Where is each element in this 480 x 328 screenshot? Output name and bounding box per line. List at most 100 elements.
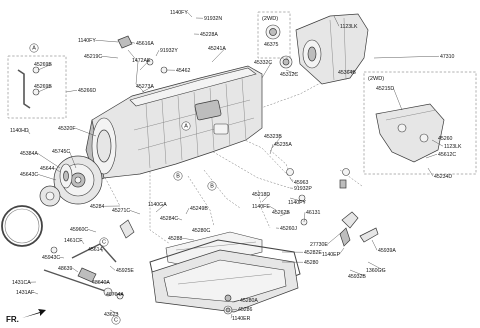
part-label-45280c: 45280C [192, 228, 210, 234]
leader-line-1431af [33, 292, 39, 295]
part-label-1123lk: 1123LK [340, 24, 358, 30]
part-label-91932n: 91932N [204, 16, 222, 22]
part-label-45614: 45614 [88, 247, 103, 253]
part-label-1140fe: 1140FE [252, 204, 270, 210]
leader-line-45963 [289, 177, 294, 183]
leader-line-45364b [347, 69, 356, 73]
leader-line-45218d [261, 194, 270, 203]
leader-line-45269b [37, 86, 52, 93]
part-label-45269b: 45269B [34, 84, 52, 90]
reference-marker-c: C [99, 237, 109, 247]
part-label-1140ep: 1140EP [322, 252, 341, 258]
reference-marker-a: A [29, 43, 39, 53]
oil-pump-seal-ring [1, 205, 43, 247]
part-label-45284c: 45284C [160, 216, 178, 222]
part-label-45249b: 45249B [190, 206, 208, 212]
leader-line-45215d [393, 88, 403, 111]
reference-marker-circle [111, 315, 121, 325]
part-label-45384a: 45384A [20, 151, 38, 157]
reference-marker-letter: C [102, 239, 106, 245]
reference-marker-circle [181, 121, 191, 131]
reference-marker-a: A [181, 121, 191, 131]
part-label-45612c: 45612C [438, 152, 456, 158]
box-title-2wd-bracket: (2WD) [368, 76, 384, 82]
leader-line-45280a [231, 300, 240, 303]
part-label-1140hd: 1140HD [10, 128, 29, 134]
valve-body-fittings [286, 168, 379, 247]
part-label-45960c: 45960C [70, 227, 88, 233]
drain-plug [223, 305, 233, 315]
leader-line-1140er [230, 313, 233, 319]
leader-line-1140fy [289, 197, 306, 203]
leader-line-45612c [425, 154, 438, 159]
part-label-45269b: 45269B [34, 62, 52, 68]
part-label-1461cf: 1461CF [64, 238, 82, 244]
leader-line-45288 [182, 238, 195, 241]
reference-marker-letter: A [32, 45, 36, 51]
part-label-1140fy: 1140FY [78, 38, 96, 44]
leader-line-1140ga [155, 204, 166, 213]
part-label-45312c: 45312C [280, 72, 298, 78]
leader-line-45249b [185, 208, 190, 215]
part-label-45218d: 45218D [252, 192, 270, 198]
part-label-45939a: 45939A [378, 248, 396, 254]
bracket-2wd-box [363, 71, 477, 175]
leader-line-48639 [72, 268, 79, 273]
part-label-45932b: 45932B [348, 274, 366, 280]
leader-line-45271c [129, 210, 141, 215]
part-label-45616a: 45616A [136, 41, 154, 47]
part-label-48640a: 48640A [92, 280, 110, 286]
part-label-1472ae: 1472AE [132, 58, 151, 64]
part-label-45925e: 45925E [116, 268, 134, 274]
part-number-labels: 1140FY91932N45228A45616A1140FY45219C9193… [10, 10, 462, 322]
leader-line-45943c [59, 257, 65, 259]
part-label-45219c: 45219C [84, 54, 102, 60]
oil-pipe-detail-box [7, 55, 67, 119]
reference-marker-letter: B [176, 173, 180, 179]
seal-2wd-box [257, 11, 291, 59]
part-label-45234d: 45234D [434, 174, 452, 180]
oil-seal-46375 [265, 24, 281, 40]
leader-line-1140fe [269, 206, 277, 211]
leader-line-46131 [303, 212, 306, 223]
leader-line-45616a [129, 41, 136, 44]
leader-line-1472ae [139, 60, 150, 71]
part-label-45320f: 45320F [58, 126, 76, 132]
part-label-45462: 45462 [176, 68, 191, 74]
part-label-45643c: 45643C [20, 172, 38, 178]
part-label-91932p: 91932P [294, 186, 312, 192]
part-label-46704a: 46704A [106, 292, 124, 298]
part-label-1360gg: 1360GG [366, 268, 386, 274]
leader-line-45235a [269, 144, 274, 155]
part-label-46375: 46375 [264, 42, 279, 48]
leader-line-45241a [211, 48, 226, 63]
leader-line-1123lk [431, 139, 444, 147]
leader-line-1140fy [187, 12, 193, 18]
part-label-45745c: 45745C [52, 149, 70, 155]
part-label-46131: 46131 [306, 210, 321, 216]
oil-pan [151, 249, 299, 313]
part-label-45262b: 45262B [272, 210, 290, 216]
leader-line-45323b [271, 136, 282, 149]
part-label-45266d: 45266D [78, 88, 96, 94]
part-label-45280: 45280 [304, 260, 319, 266]
leader-line-47310 [373, 56, 440, 59]
oil-cooler-pipe [17, 66, 40, 109]
part-label-43623: 43623 [104, 312, 119, 318]
part-label-45364b: 45364B [338, 70, 356, 76]
extension-housing [279, 13, 369, 85]
part-label-1140er: 1140ER [232, 316, 251, 322]
pump-gear-set [39, 185, 61, 207]
part-label-45332c: 45332C [254, 60, 272, 66]
leader-line-1461cf [81, 240, 85, 245]
leader-line-45932b [349, 269, 366, 277]
part-label-45235a: 45235A [274, 142, 292, 148]
reference-marker-letter: A [184, 123, 188, 129]
leader-line-1140hd [27, 130, 31, 135]
torque-converter [53, 155, 103, 205]
part-label-47310: 47310 [440, 54, 455, 60]
shift-linkage [43, 219, 135, 300]
reference-marker-letter: B [210, 183, 214, 189]
